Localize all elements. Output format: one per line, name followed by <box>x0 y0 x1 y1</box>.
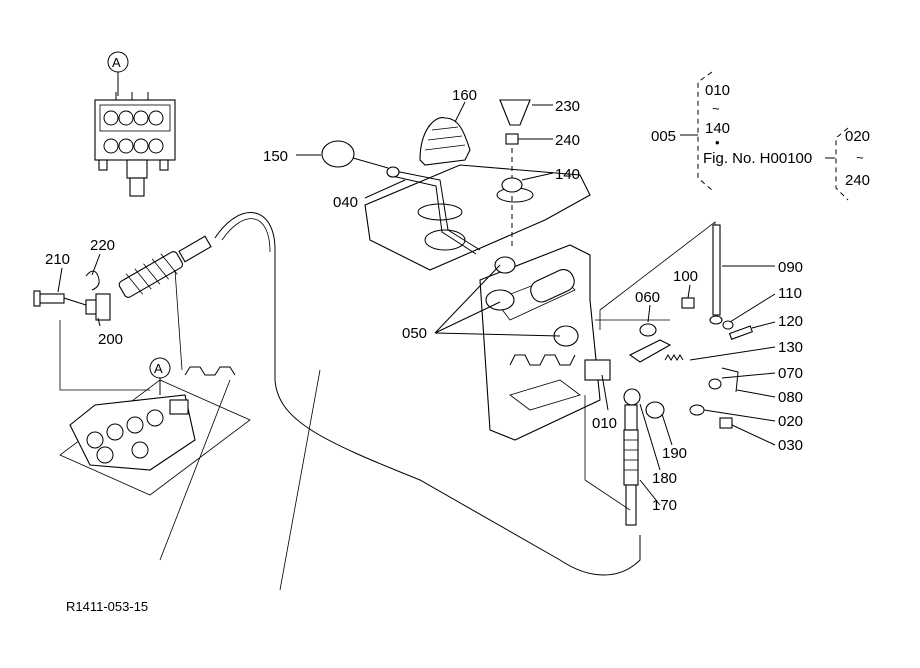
sub-range-end: 240 <box>845 172 870 189</box>
label-060: 060 <box>635 289 660 306</box>
label-100: 100 <box>673 268 698 285</box>
leader-lines <box>57 101 776 506</box>
label-070: 070 <box>778 365 803 382</box>
label-040: 040 <box>333 194 358 211</box>
callout-a-mid: A <box>154 361 163 376</box>
drawing-code: R1411-053-15 <box>66 599 148 614</box>
label-220: 220 <box>90 237 115 254</box>
lever-plate <box>321 99 591 271</box>
group-reference-text: 010 ~ 140 • 005 Fig. No. H00100 020 ~ 24… <box>651 82 870 189</box>
valve-detail-lower <box>59 357 321 591</box>
label-130: 130 <box>778 339 803 356</box>
label-200: 200 <box>98 331 123 348</box>
valve-detail-top <box>94 51 176 197</box>
label-240: 240 <box>555 132 580 149</box>
group-reference <box>680 71 849 201</box>
guide-bracket <box>479 221 716 441</box>
label-010: 010 <box>592 415 617 432</box>
label-160: 160 <box>452 87 477 104</box>
fig-reference: Fig. No. H00100 <box>703 150 812 167</box>
set-label-005: 005 <box>651 128 676 145</box>
range-tilde-1: ~ <box>712 101 720 116</box>
range-end: 140 <box>705 120 730 137</box>
callout-labels: A A 160 230 240 150 140 040 210 220 200 … <box>45 55 803 514</box>
label-120: 120 <box>778 313 803 330</box>
label-090: 090 <box>778 259 803 276</box>
label-110: 110 <box>778 285 802 302</box>
label-030: 030 <box>778 437 803 454</box>
label-140: 140 <box>555 166 580 183</box>
label-180: 180 <box>652 470 677 487</box>
label-230: 230 <box>555 98 580 115</box>
label-190: 190 <box>662 445 687 462</box>
label-050: 050 <box>402 325 427 342</box>
sub-range-tilde: ~ <box>856 150 864 165</box>
sub-range-start: 020 <box>845 128 870 145</box>
range-bullet: • <box>715 135 720 150</box>
callout-a-top: A <box>112 55 121 70</box>
label-020: 020 <box>778 413 803 430</box>
cable-assembly <box>33 212 641 576</box>
range-start: 010 <box>705 82 730 99</box>
label-150: 150 <box>263 148 288 165</box>
label-170: 170 <box>652 497 677 514</box>
right-parts <box>584 224 754 526</box>
label-080: 080 <box>778 389 803 406</box>
label-210: 210 <box>45 251 70 268</box>
